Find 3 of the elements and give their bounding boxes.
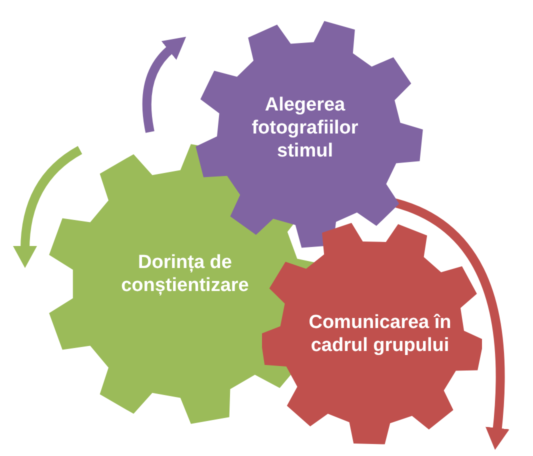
gear-label: Alegerea fotografiilor stimul: [250, 94, 360, 162]
gear-label: Dorința de conștientizare: [120, 251, 250, 297]
gear-label: Comunicarea în cadrul grupului: [308, 311, 452, 357]
